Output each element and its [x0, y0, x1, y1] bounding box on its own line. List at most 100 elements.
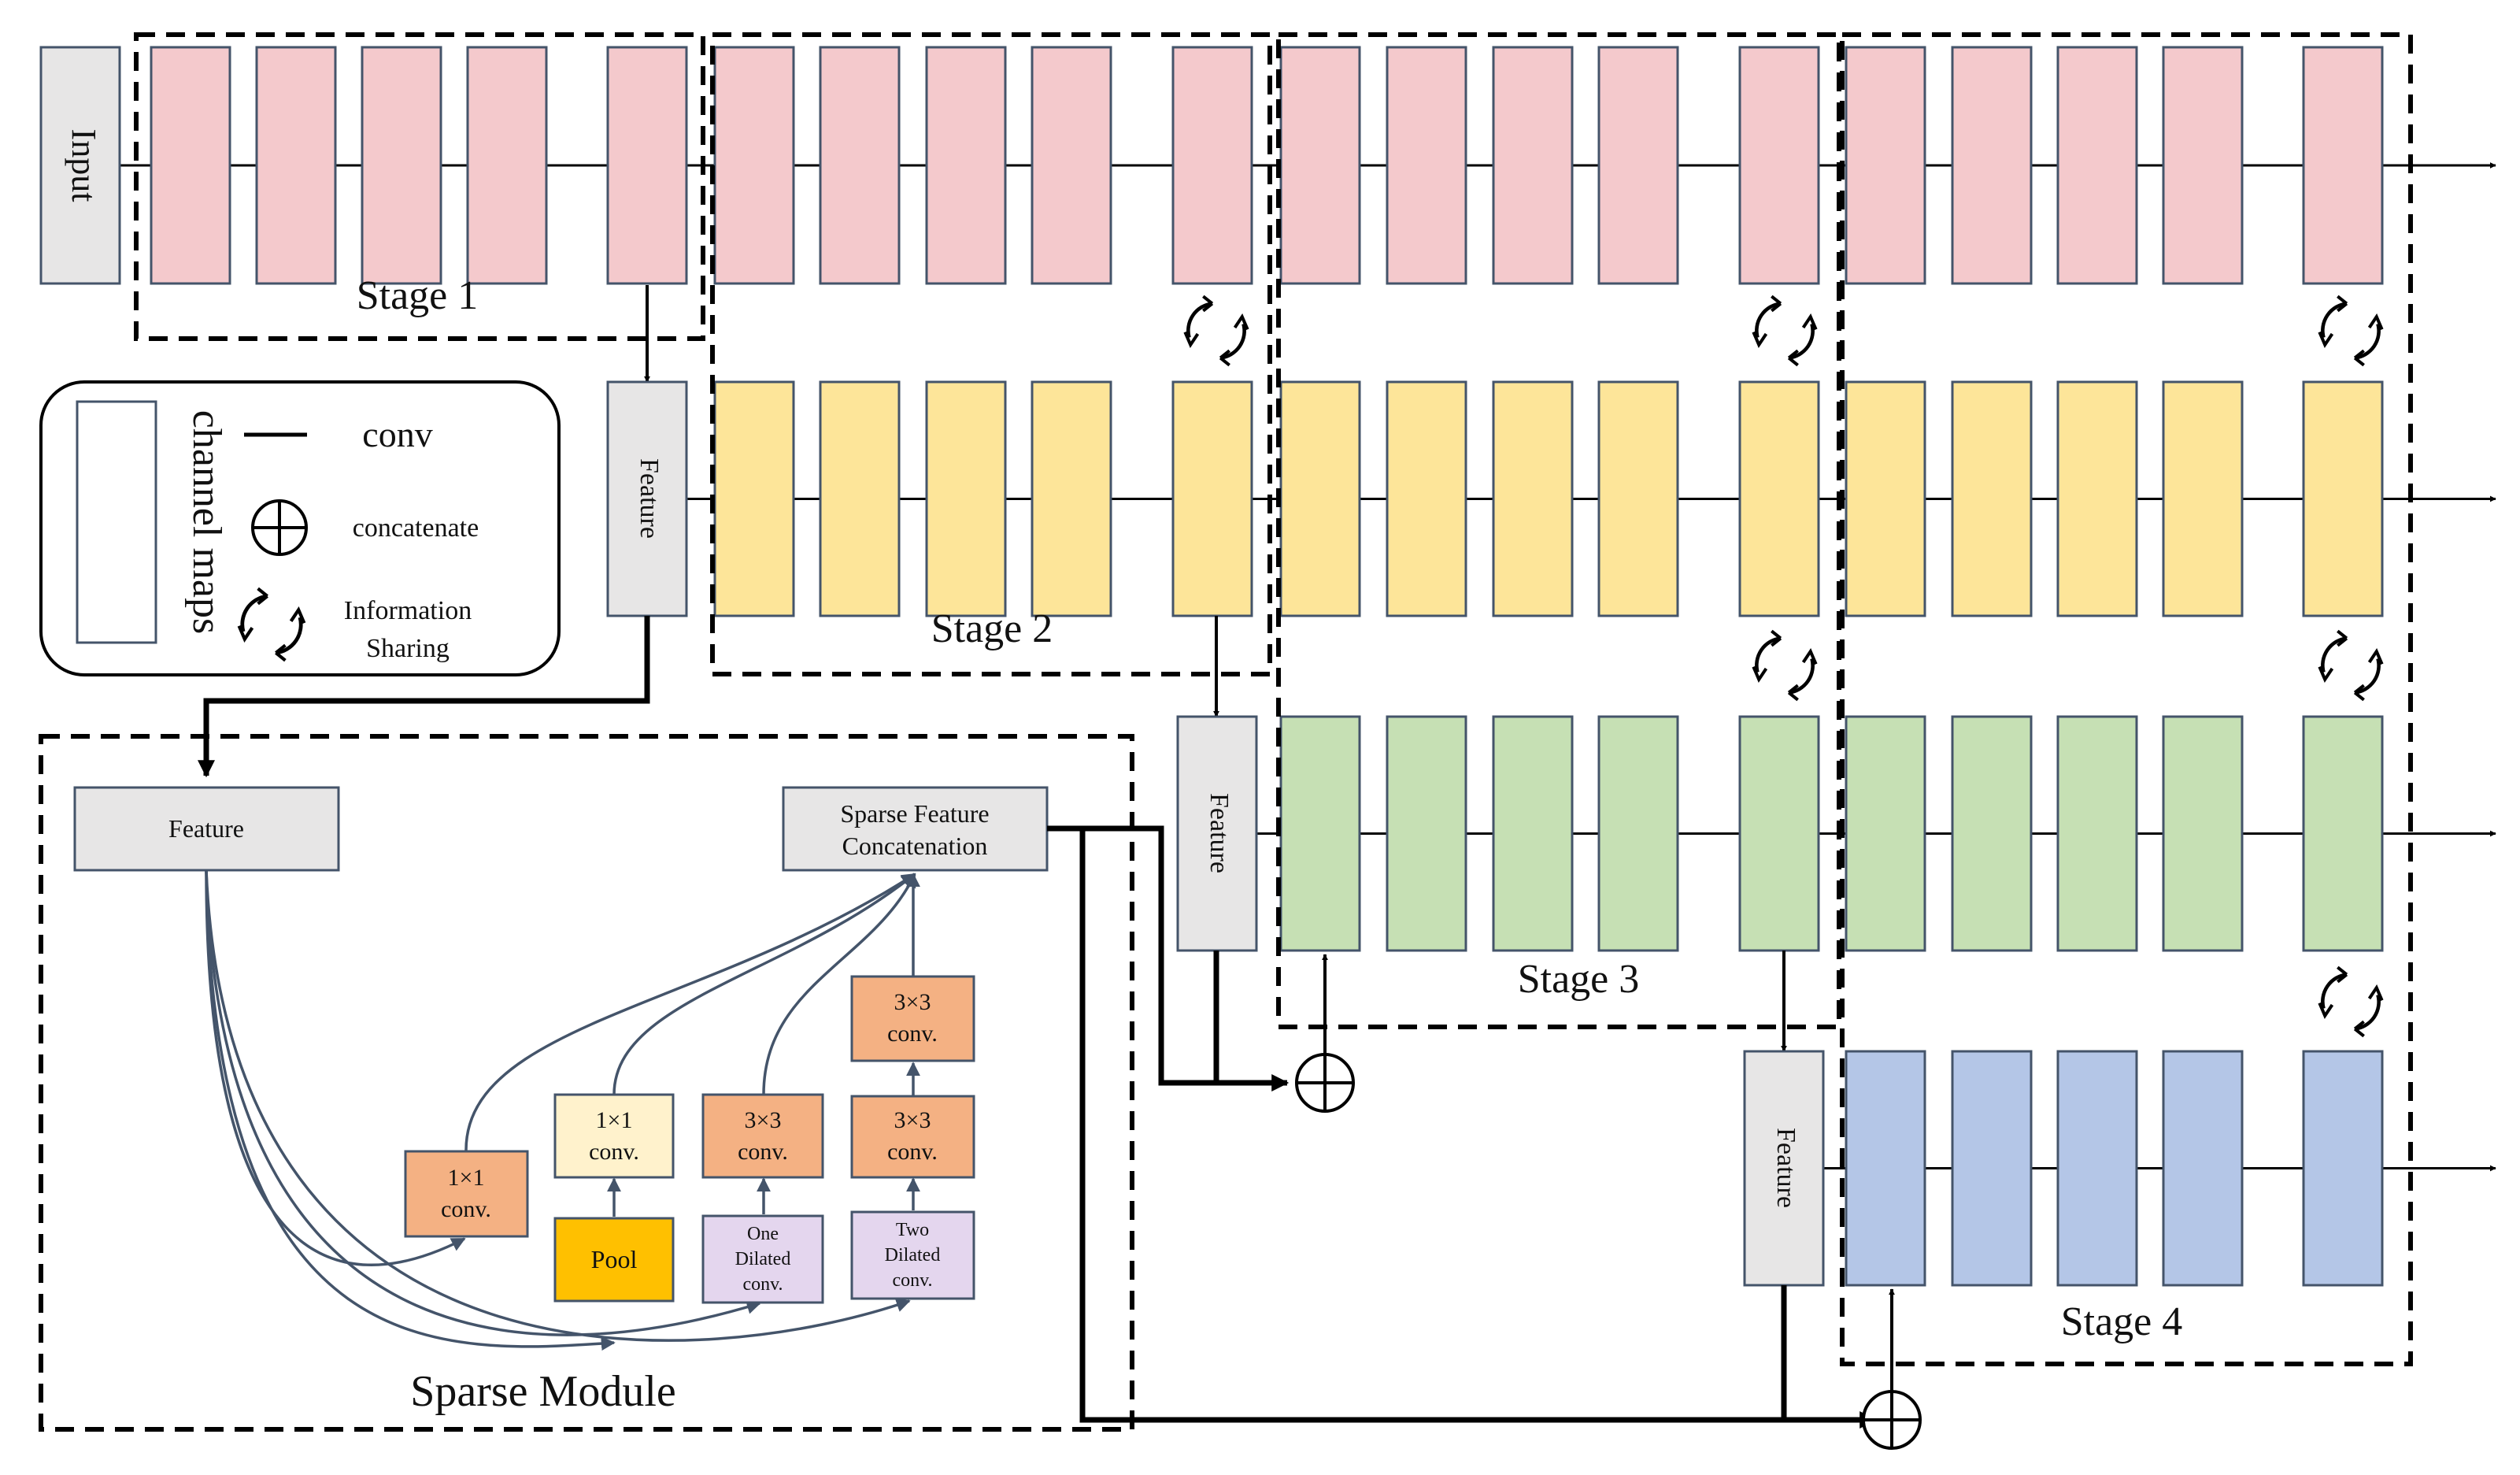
sparse-feature-label: Feature [168, 814, 244, 843]
legend-channel-maps: channel maps [184, 410, 229, 634]
channel-map [925, 46, 1007, 285]
channel-map [1492, 715, 1574, 952]
op-label: conv. [892, 1270, 932, 1291]
channel-map [1492, 380, 1574, 617]
stage-3-box [1276, 32, 1841, 1029]
information-sharing-icons [1183, 295, 2384, 1038]
information-sharing-icon [1752, 295, 1818, 367]
legend-sharing: Sharing [366, 634, 450, 663]
channel-map [1597, 715, 1679, 952]
stage-3-label: Stage 3 [1518, 957, 1640, 1002]
channel-map [2162, 380, 2244, 617]
op-label: conv. [441, 1196, 491, 1222]
stage-1-box [134, 32, 705, 341]
op-label: conv. [887, 1139, 938, 1165]
op-label: Dilated [735, 1249, 791, 1269]
channel-map [819, 380, 901, 617]
channel-map [1171, 46, 1253, 285]
channel-row-4 [1823, 1050, 2496, 1287]
channel-map [361, 46, 442, 285]
information-sharing-icon [1183, 295, 1249, 367]
channel-map [2302, 715, 2384, 952]
channel-map [925, 380, 1007, 617]
sfc-line1: Sparse Feature [840, 799, 989, 828]
channel-map [255, 46, 337, 285]
channel-map [1845, 1050, 1926, 1287]
input-label: Input [65, 129, 103, 202]
legend-channel-swatch [76, 400, 157, 644]
channel-map [1279, 46, 1361, 285]
information-sharing-icon [1752, 629, 1818, 702]
conv3x3-mid: 3×3 conv. [850, 1095, 975, 1179]
channel-map [1951, 715, 2033, 952]
conv1x1-pool-branch: 1×1 conv. [553, 1093, 675, 1179]
op-label: Two [896, 1220, 929, 1240]
channel-map [2162, 715, 2244, 952]
op-label: conv. [742, 1274, 783, 1295]
channel-map [1738, 715, 1820, 952]
sparse-module: Sparse Module Feature Sparse Feature Con… [39, 734, 1134, 1432]
channel-map [2056, 46, 2138, 285]
channel-map [1031, 380, 1112, 617]
information-sharing-icon [2318, 965, 2384, 1038]
op-label: 1×1 [448, 1165, 485, 1191]
stage-2-box [710, 32, 1272, 676]
op-label: Dilated [885, 1245, 941, 1266]
channel-map [2056, 715, 2138, 952]
channel-map-rows [120, 46, 2496, 1287]
two-dilated-conv-box: Two Dilated conv. [850, 1210, 975, 1300]
feature-block-row2: Feature [606, 285, 688, 617]
channel-map [1171, 380, 1253, 617]
concatenate-node-stage3 [1295, 954, 1355, 1113]
channel-map [1031, 46, 1112, 285]
input-block: Input [39, 46, 121, 285]
legend-concatenate: concatenate [353, 513, 479, 543]
channel-map [1738, 380, 1820, 617]
op-label: One [747, 1224, 779, 1244]
channel-map [2056, 1050, 2138, 1287]
legend-conv: conv [362, 414, 432, 454]
feature-block-row3: Feature [1176, 616, 1258, 952]
op-label: conv. [589, 1139, 639, 1165]
op-label: 1×1 [596, 1107, 633, 1133]
channel-map [1845, 46, 1926, 285]
channel-map [713, 46, 795, 285]
stage-4-box [1840, 32, 2413, 1366]
legend-information: Information [344, 596, 472, 625]
channel-map [1951, 380, 2033, 617]
stage-2-label: Stage 2 [931, 606, 1053, 651]
op-label: 3×3 [894, 1107, 931, 1133]
channel-map [2162, 46, 2244, 285]
sparse-output-connectors [1047, 825, 1878, 1429]
conv3x3-top: 3×3 conv. [850, 975, 975, 1062]
op-label: 3×3 [745, 1107, 782, 1133]
channel-map [1597, 46, 1679, 285]
channel-map [1951, 46, 2033, 285]
sparse-input-curves [205, 869, 911, 1351]
feature-label: Feature [1204, 793, 1234, 873]
channel-map [2302, 46, 2384, 285]
concatenate-icon [251, 499, 308, 556]
channel-map [1597, 380, 1679, 617]
stage-1-label: Stage 1 [357, 273, 479, 318]
channel-map [1279, 715, 1361, 952]
channel-map [1492, 46, 1574, 285]
channel-map [1738, 46, 1820, 285]
concatenate-node-stage4 [1862, 1288, 1922, 1450]
sparse-output-curves [464, 873, 920, 1152]
sparse-branch-arrows [607, 1062, 920, 1217]
conv1x1-left: 1×1 conv. [404, 1150, 529, 1238]
feature-label: Feature [635, 458, 664, 539]
channel-map [1279, 380, 1361, 617]
op-label: 3×3 [894, 989, 931, 1015]
sparse-feature-concatenation-box [782, 786, 1049, 872]
channel-map [1386, 715, 1467, 952]
information-sharing-icon [237, 587, 306, 662]
channel-map [1845, 715, 1926, 952]
pool-box: Pool [553, 1217, 675, 1303]
conv3x3-one-dilated-branch: 3×3 conv. [701, 1093, 824, 1179]
sparse-module-title: Sparse Module [410, 1367, 676, 1416]
channel-map [2302, 380, 2384, 617]
sparse-feature-box [73, 786, 340, 872]
feature-label: Feature [1771, 1128, 1800, 1208]
